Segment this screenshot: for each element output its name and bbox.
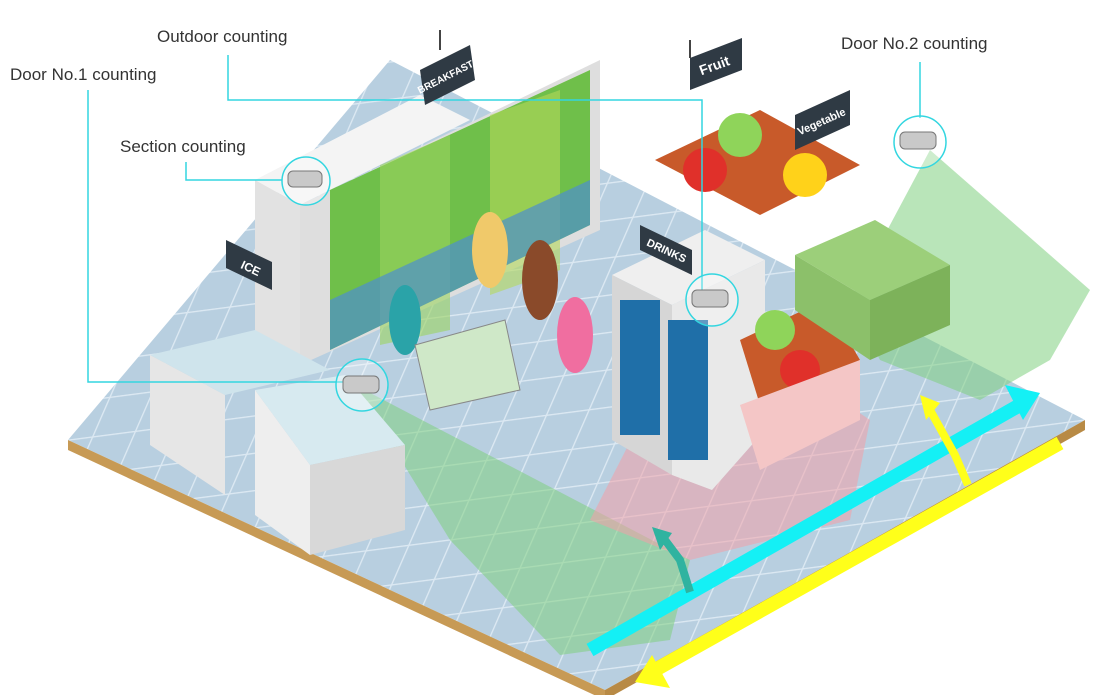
outdoor-callout-line — [227, 55, 703, 290]
drinks-fridge — [612, 230, 765, 490]
door1-counting-label: Door No.1 counting — [10, 65, 157, 84]
shoppers — [389, 212, 593, 411]
sign-breakfast: BREAKFAST — [416, 30, 476, 105]
checkout-counter — [795, 220, 950, 360]
sign-ice: ICE — [226, 240, 272, 290]
arrow-icon — [920, 395, 972, 487]
outdoor-counting-label: Outdoor counting — [157, 27, 288, 46]
camera-icon — [335, 358, 389, 412]
sign-fruit: Fruit — [689, 38, 742, 90]
camera-icon — [893, 115, 947, 169]
callout-lines — [87, 55, 921, 383]
ice-freezers — [150, 330, 405, 555]
section-callout-line — [185, 162, 282, 181]
camera-icon — [281, 156, 331, 206]
door2-counting-label: Door No.2 counting — [841, 34, 988, 53]
camera-icon — [685, 273, 739, 327]
section-counting-label: Section counting — [120, 137, 246, 156]
arrow-icon — [635, 436, 1064, 688]
sign-vegetable: Vegetable — [795, 90, 850, 150]
door1-callout-line — [87, 90, 355, 383]
arrow-icon — [652, 527, 694, 594]
